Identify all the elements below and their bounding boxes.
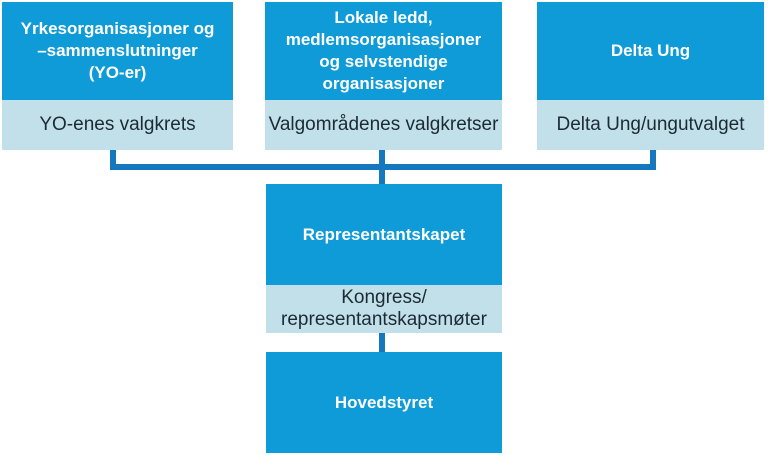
connector-left-stub [110, 150, 116, 170]
org-box-lokale-ledd-title: Lokale ledd, medlemsorganisasjoner og se… [285, 8, 482, 93]
connector-bottom-stub [379, 333, 385, 352]
org-box-lokale-ledd-band: Valgområdenes valgkretser [265, 100, 502, 150]
org-box-yrkesorganisasjoner: Yrkesorganisasjoner og –sammenslutninger… [2, 2, 233, 150]
org-box-representantskapet: Representantskapet Kongress/ representan… [266, 184, 502, 333]
org-box-delta-ung-band: Delta Ung/ungutvalget [537, 100, 764, 150]
connector-right-stub [650, 150, 656, 170]
org-box-lokale-ledd: Lokale ledd, medlemsorganisasjoner og se… [265, 2, 502, 150]
connector-horizontal-line [110, 164, 656, 170]
org-box-delta-ung-title: Delta Ung [610, 41, 691, 60]
org-box-hovedstyret-title: Hovedstyret [334, 392, 434, 412]
org-box-yrkesorganisasjoner-band: YO-enes valgkrets [2, 100, 233, 150]
org-box-representantskapet-title: Representantskapet [302, 224, 466, 244]
org-box-yrkesorganisasjoner-title: Yrkesorganisasjoner og –sammenslutninger… [20, 19, 215, 82]
org-box-delta-ung: Delta Ung Delta Ung/ungutvalget [537, 2, 764, 150]
org-box-hovedstyret: Hovedstyret [266, 352, 502, 453]
org-box-representantskapet-band: Kongress/ representantskapsmøter [266, 285, 502, 333]
